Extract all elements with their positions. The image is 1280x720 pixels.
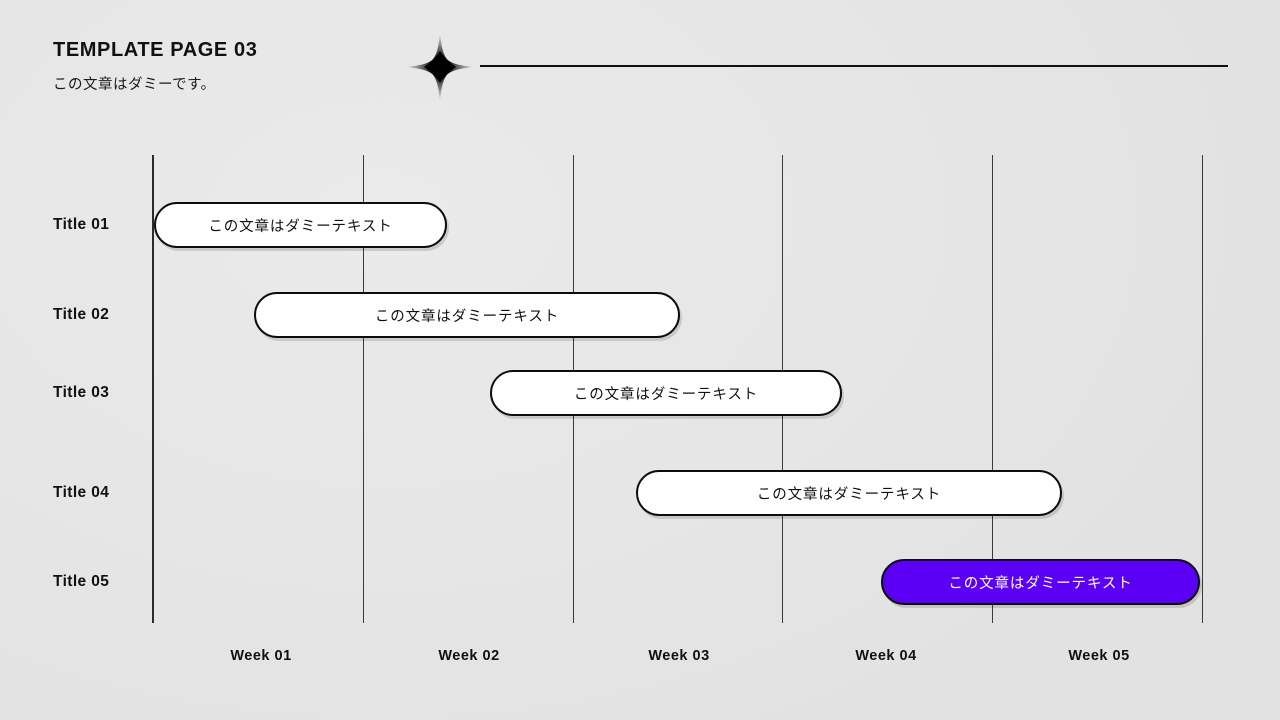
page-header: TEMPLATE PAGE 03 この文章はダミーです。 xyxy=(53,38,257,94)
week-label-3: Week 03 xyxy=(648,648,710,664)
gridline-2 xyxy=(363,155,364,623)
gantt-bar-2[interactable]: この文章はダミーテキスト xyxy=(254,292,680,338)
gridline-1 xyxy=(152,155,154,623)
page-title: TEMPLATE PAGE 03 xyxy=(53,39,258,61)
gantt-bar-1[interactable]: この文章はダミーテキスト xyxy=(154,202,447,248)
gantt-bar-label-4: この文章はダミーテキスト xyxy=(756,486,942,503)
week-label-4: Week 04 xyxy=(855,648,917,664)
header-divider xyxy=(480,65,1228,67)
gantt-bar-label-2: この文章はダミーテキスト xyxy=(374,308,560,325)
row-label-4: Title 04 xyxy=(53,484,110,501)
sparkle-icon xyxy=(404,31,476,103)
gridline-5 xyxy=(992,155,993,623)
row-label-2: Title 02 xyxy=(53,306,110,323)
week-label-1: Week 01 xyxy=(230,648,292,664)
gantt-bar-label-1: この文章はダミーテキスト xyxy=(208,218,393,235)
gantt-bar-label-3: この文章はダミーテキスト xyxy=(573,386,759,403)
week-label-2: Week 02 xyxy=(438,648,500,664)
gantt-bar-3[interactable]: この文章はダミーテキスト xyxy=(490,370,842,416)
row-label-3: Title 03 xyxy=(53,384,110,401)
gantt-bar-4[interactable]: この文章はダミーテキスト xyxy=(636,470,1062,516)
gridline-6 xyxy=(1202,155,1203,623)
week-label-5: Week 05 xyxy=(1068,648,1130,664)
page-subtitle: この文章はダミーです。 xyxy=(53,77,216,93)
gantt-bar-label-5: この文章はダミーテキスト xyxy=(948,575,1133,592)
row-label-5: Title 05 xyxy=(53,573,110,590)
row-label-1: Title 01 xyxy=(53,216,110,233)
gantt-bar-5[interactable]: この文章はダミーテキスト xyxy=(881,559,1200,605)
